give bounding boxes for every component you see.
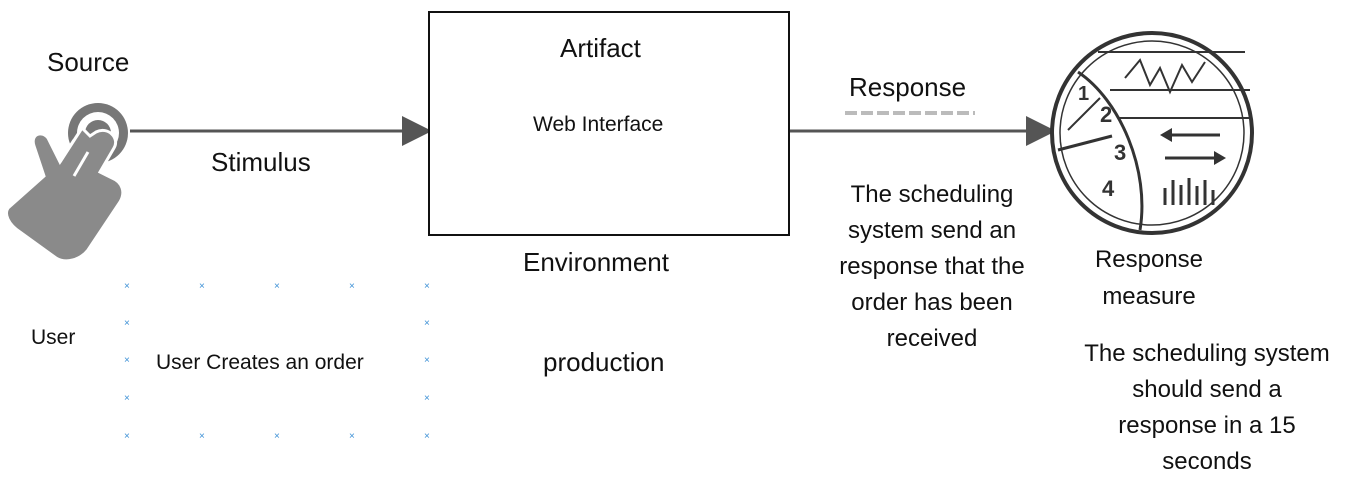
response-value-line: system send an <box>847 217 1017 244</box>
environment-label: Environment <box>523 247 669 277</box>
source-value: User <box>31 326 76 349</box>
response-value-line: response that the <box>839 253 1025 280</box>
response-measure-label-line: measure <box>1102 283 1196 310</box>
gauge-monitor-icon: 1 2 3 4 <box>1050 31 1254 235</box>
response-measure-value-line: should send a <box>1132 376 1282 403</box>
response-measure-value-line: seconds <box>1162 448 1252 475</box>
response-value-line: received <box>886 325 978 352</box>
response-value-line: The scheduling <box>850 181 1014 208</box>
stimulus-label: Stimulus <box>211 147 311 177</box>
response-measure-value-line: The scheduling system <box>1084 340 1330 367</box>
response-label: Response <box>849 72 967 102</box>
gauge-number-4: 4 <box>1102 176 1115 201</box>
gauge-number-2: 2 <box>1100 102 1112 127</box>
response-value: The scheduling system send an response t… <box>822 177 1042 357</box>
environment-value: production <box>543 347 665 377</box>
touch-hand-icon <box>5 103 128 263</box>
artifact-box <box>428 11 790 236</box>
response-measure-value: The scheduling system should send a resp… <box>1050 336 1364 480</box>
artifact-label: Artifact <box>560 33 641 63</box>
gauge-number-3: 3 <box>1114 140 1126 165</box>
artifact-value: Web Interface <box>533 113 664 136</box>
source-label: Source <box>47 47 130 77</box>
stimulus-value: User Creates an order <box>156 351 364 374</box>
response-measure-label-line: Response <box>1094 246 1204 273</box>
gauge-number-1: 1 <box>1078 83 1089 105</box>
response-measure-value-line: response in a 15 <box>1118 412 1296 439</box>
response-value-line: order has been <box>851 289 1013 316</box>
response-measure-label: Response measure <box>1068 241 1230 315</box>
